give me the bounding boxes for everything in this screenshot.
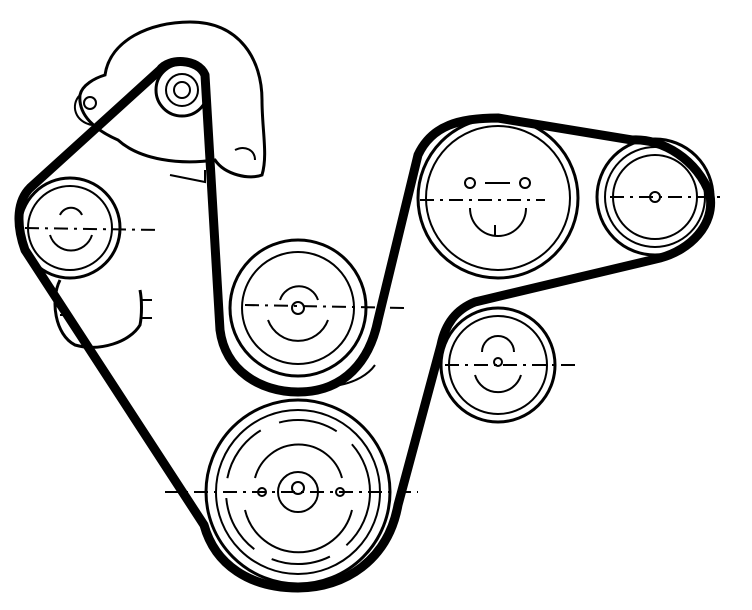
crankshaft-pulley <box>165 398 418 586</box>
alternator <box>73 20 267 184</box>
lower-right-idler-pulley <box>439 306 578 424</box>
serpentine-belt <box>14 57 716 593</box>
tensioner-pulley <box>228 238 406 386</box>
power-steering-pulley <box>416 116 580 280</box>
water-pump-pulley <box>595 137 722 257</box>
left-idler-pulley <box>18 176 161 280</box>
